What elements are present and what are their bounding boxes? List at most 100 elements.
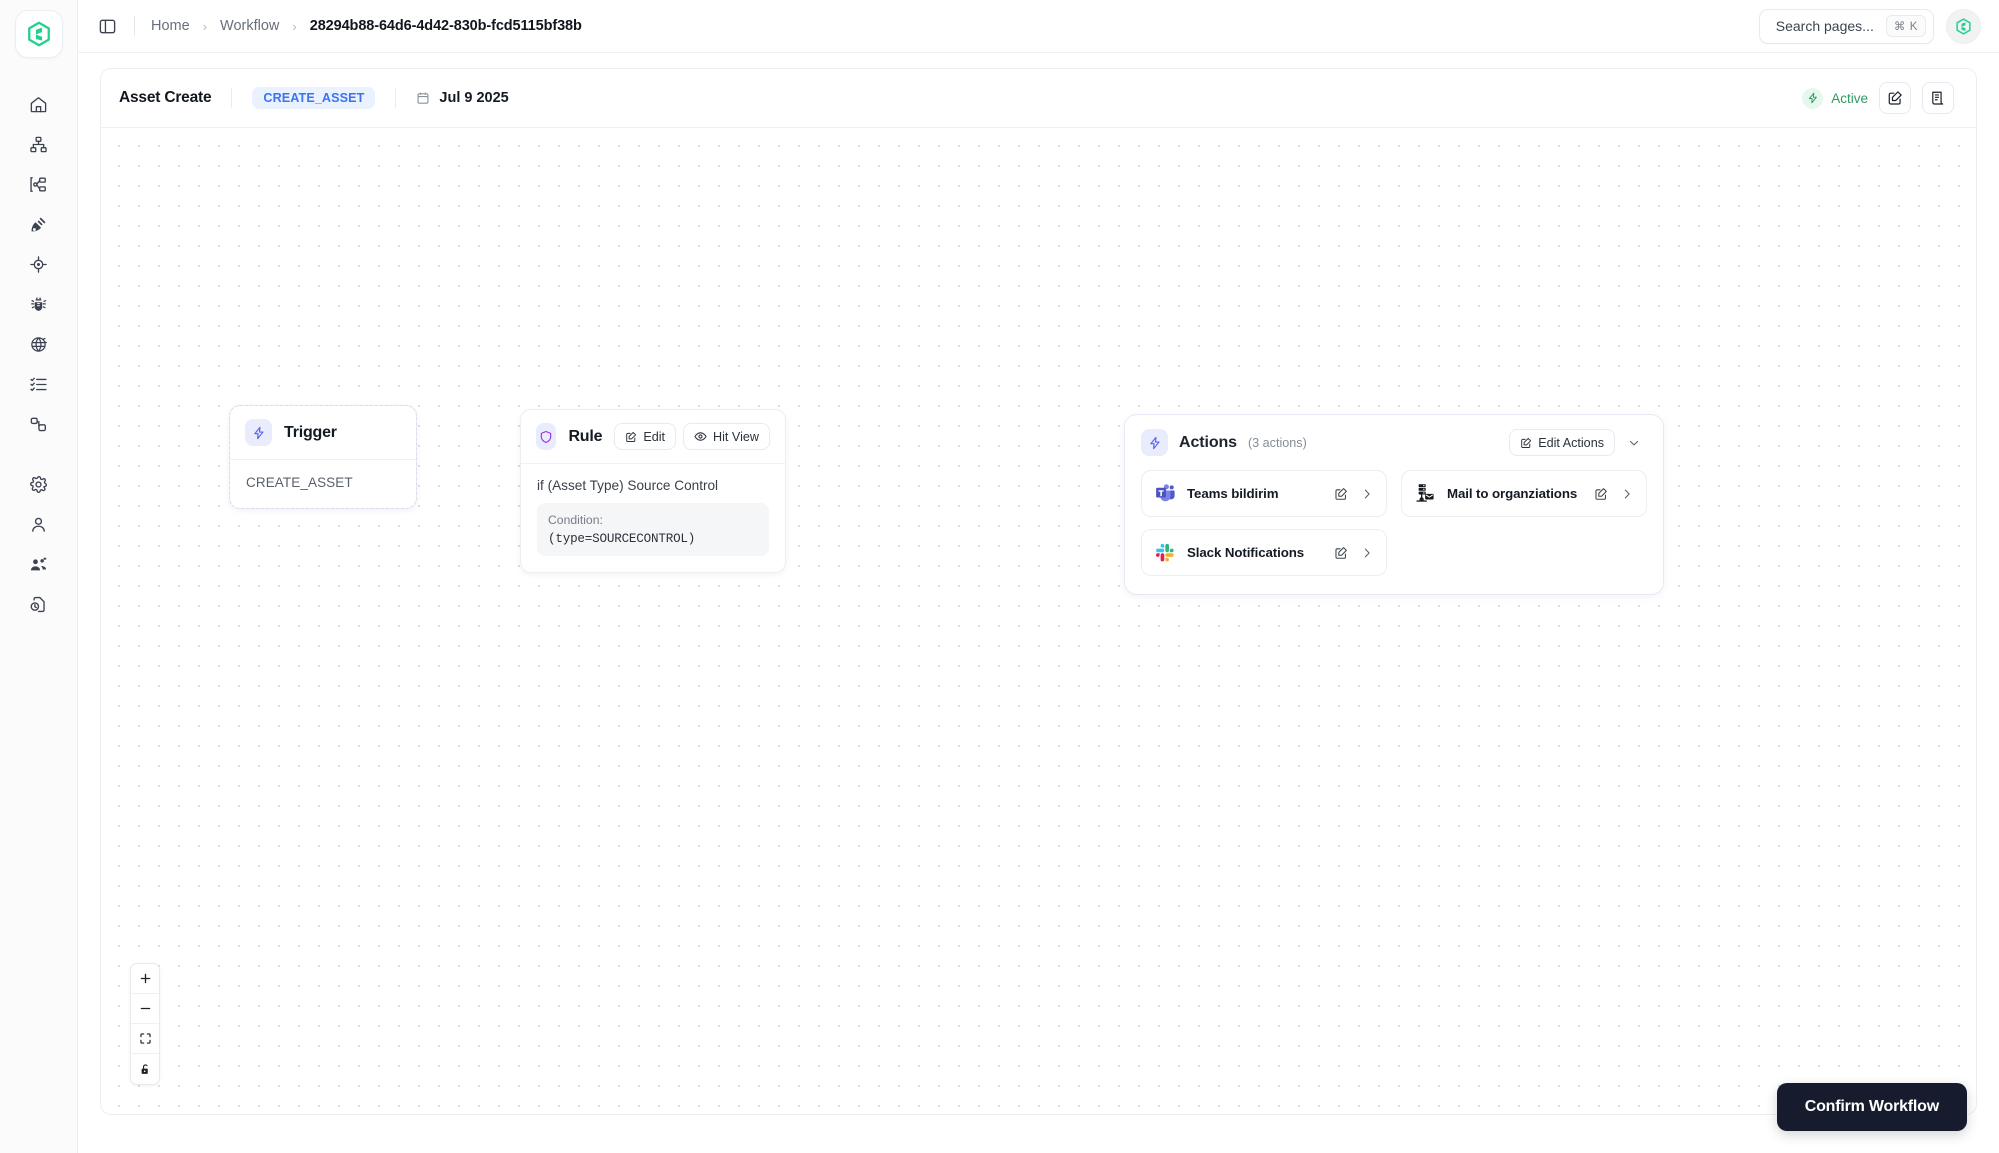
rule-edit-button[interactable]: Edit — [614, 423, 677, 450]
rule-edit-label: Edit — [643, 429, 666, 444]
eye-icon — [694, 432, 707, 441]
lightning-icon — [1808, 92, 1817, 104]
microsoft-teams-icon — [1156, 484, 1175, 502]
app-logo[interactable] — [14, 10, 63, 58]
sidebar-toggle-button[interactable] — [92, 11, 122, 41]
workflow-canvas[interactable]: Trigger CREATE_ASSET — [100, 128, 1977, 1115]
plus-icon — [140, 973, 150, 984]
sidebar-item-history[interactable] — [17, 584, 61, 624]
slack-icon — [1155, 543, 1174, 562]
satellite-dish-icon — [31, 217, 46, 231]
rule-actions: Edit Hit View — [614, 423, 770, 450]
sidebar-item-discovery[interactable] — [17, 204, 61, 244]
search-label: Search pages... — [1775, 18, 1874, 34]
rule-card: Rule Edit — [520, 409, 786, 573]
page-title: Asset Create — [119, 89, 212, 106]
trigger-icon-bg — [245, 419, 272, 446]
sidebar-item-tasks[interactable] — [17, 364, 61, 404]
breadcrumb-item-current: 28294b88-64d6-4d42-830b-fcd5115bf38b — [309, 18, 582, 34]
rule-hit-view-label: Hit View — [713, 429, 759, 444]
rule-hit-view-button[interactable]: Hit View — [683, 423, 770, 450]
workflow-header-actions: Active — [1802, 82, 1954, 114]
trigger-card: Trigger CREATE_ASSET — [229, 405, 417, 509]
asset-tree-icon — [30, 176, 46, 192]
checklist-icon — [30, 377, 47, 391]
top-bar-right: Search pages... ⌘ K — [1758, 8, 1981, 44]
sidebar-item-assets[interactable] — [17, 164, 61, 204]
sidebar-item-teams[interactable] — [17, 544, 61, 584]
trigger-header: Trigger — [230, 406, 416, 460]
rule-node[interactable]: Rule Edit — [520, 409, 786, 573]
trigger-title: Trigger — [284, 423, 337, 441]
lock-canvas-button[interactable] — [131, 1054, 159, 1084]
breadcrumb-separator: › — [292, 18, 297, 34]
edit-square-icon — [1888, 91, 1902, 105]
action-tools — [1334, 546, 1374, 560]
actions-grid-spacer — [1401, 529, 1647, 576]
action-edit-button[interactable] — [1334, 546, 1348, 560]
lightning-icon — [1149, 436, 1160, 449]
rule-body: if (Asset Type) Source Control Condition… — [521, 464, 785, 572]
left-sidebar — [0, 0, 78, 1153]
main-area: Home › Workflow › 28294b88-64d6-4d42-830… — [78, 0, 1999, 1153]
bug-icon — [31, 297, 47, 311]
sidebar-item-settings[interactable] — [17, 464, 61, 504]
home-icon — [30, 96, 47, 112]
chevron-right-icon — [1624, 489, 1630, 498]
sidebar-item-home[interactable] — [17, 84, 61, 124]
search-input[interactable]: Search pages... ⌘ K — [1758, 8, 1934, 44]
chevron-right-icon — [1364, 489, 1370, 498]
status-icon-bg — [1802, 87, 1824, 109]
actions-list: Teams bildirim — [1141, 470, 1647, 576]
breadcrumb-item-home[interactable]: Home — [151, 18, 190, 34]
action-item-teams[interactable]: Teams bildirim — [1141, 470, 1387, 517]
actions-node[interactable]: Actions (3 actions) Edit Actions — [1124, 414, 1664, 595]
hexagon-logo-icon — [27, 21, 50, 47]
sidebar-item-hierarchy[interactable] — [17, 124, 61, 164]
edit-workflow-button[interactable] — [1879, 82, 1911, 114]
sidebar-item-workflow[interactable] — [17, 404, 61, 444]
edit-square-icon — [1595, 487, 1607, 500]
rule-condition-code: (type=SOURCECONTROL) — [548, 532, 696, 546]
action-item-slack[interactable]: Slack Notifications — [1141, 529, 1387, 576]
lightning-icon — [253, 426, 264, 439]
confirm-workflow-button[interactable]: Confirm Workflow — [1776, 1083, 1967, 1131]
user-icon — [32, 517, 45, 532]
workflow-type-badge: CREATE_ASSET — [252, 87, 376, 109]
sidebar-item-scan[interactable] — [17, 244, 61, 284]
actions-collapse-button[interactable] — [1621, 430, 1647, 456]
trigger-node[interactable]: Trigger CREATE_ASSET — [229, 405, 417, 509]
zoom-out-button[interactable] — [131, 994, 159, 1024]
avatar[interactable] — [1946, 8, 1981, 44]
breadcrumb: Home › Workflow › 28294b88-64d6-4d42-830… — [147, 16, 586, 36]
action-edit-button[interactable] — [1334, 487, 1348, 501]
file-clock-icon — [30, 596, 45, 612]
sidebar-item-profile[interactable] — [17, 504, 61, 544]
action-tools — [1594, 487, 1634, 501]
sidebar-item-bugs[interactable] — [17, 284, 61, 324]
action-open-button[interactable] — [1360, 487, 1374, 501]
action-name: Mail to organziations — [1447, 486, 1578, 501]
actions-header: Actions (3 actions) Edit Actions — [1141, 429, 1647, 456]
action-open-button[interactable] — [1620, 487, 1634, 501]
action-item-mail[interactable]: Mail to organziations — [1401, 470, 1647, 517]
fit-screen-icon — [139, 1033, 151, 1044]
chevron-right-icon — [1364, 548, 1370, 557]
document-list-icon — [1932, 91, 1944, 105]
action-edit-button[interactable] — [1594, 487, 1608, 501]
divider — [231, 88, 233, 108]
zoom-in-button[interactable] — [131, 964, 159, 994]
action-open-button[interactable] — [1360, 546, 1374, 560]
fit-view-button[interactable] — [131, 1024, 159, 1054]
breadcrumb-item-workflow[interactable]: Workflow — [220, 18, 280, 34]
workflow-date: Jul 9 2025 — [416, 90, 509, 106]
crosshair-target-icon — [30, 255, 47, 273]
top-bar: Home › Workflow › 28294b88-64d6-4d42-830… — [78, 0, 1999, 53]
sidebar-item-integrations[interactable] — [17, 324, 61, 364]
workflow-log-button[interactable] — [1922, 82, 1954, 114]
status-badge: Active — [1802, 87, 1868, 109]
breadcrumb-separator: › — [202, 18, 208, 34]
divider — [134, 16, 135, 36]
edit-actions-button[interactable]: Edit Actions — [1509, 429, 1615, 456]
